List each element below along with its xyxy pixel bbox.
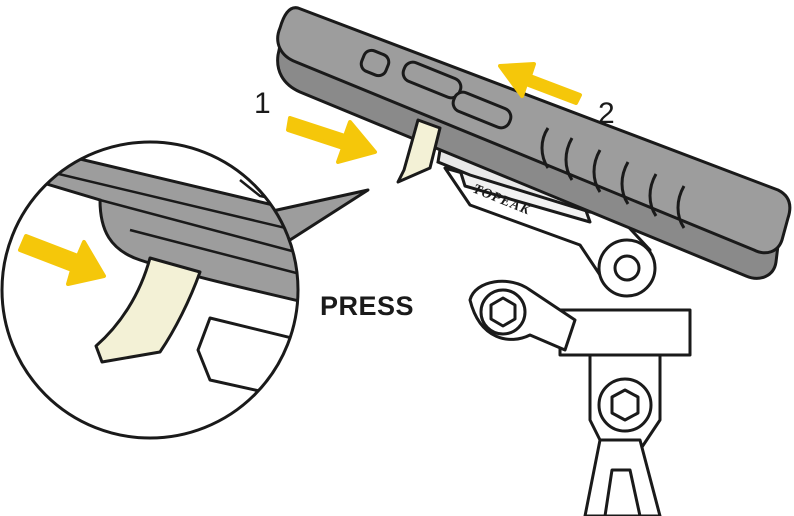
step-two-label: 2 (598, 97, 615, 130)
case-button-small (359, 48, 391, 78)
step-one-label: 1 (254, 87, 271, 120)
arrow-right-down-icon (286, 116, 377, 164)
arrow-left-up-icon (498, 62, 582, 105)
grip-ridges (540, 127, 686, 229)
phone-case (276, 6, 792, 280)
press-label: PRESS (320, 291, 414, 321)
release-lever (396, 118, 442, 184)
zoom-release-lever (94, 256, 202, 364)
arrow-right-down-icon (18, 234, 106, 286)
stem-mount (443, 166, 692, 516)
case-button-volume-down (451, 90, 513, 130)
zoom-callout (0, 140, 370, 440)
